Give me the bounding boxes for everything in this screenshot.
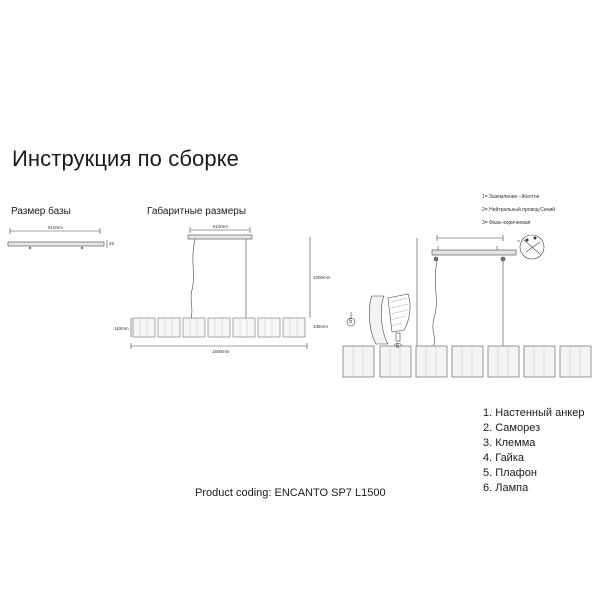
product-coding: Product coding: ENCANTO SP7 L1500 (195, 487, 386, 499)
base-size-label: Размер базы (11, 206, 71, 217)
wire-legend-neutral: 2= Нейтральный провод-Синий (482, 207, 556, 213)
part-4: 4. Гайка (483, 452, 525, 464)
wire-legend-ground: 1= Заземление –Желтое (482, 194, 540, 200)
part-6: 6. Лампа (483, 482, 529, 494)
part-3: 3. Клемма (483, 437, 536, 449)
part-2: 2. Саморез (483, 422, 541, 434)
page-title: Инструкция по сборке (12, 146, 240, 171)
suspension-cable-large (432, 260, 438, 347)
canopy-large (431, 249, 517, 256)
parts-list: 1. Настенный анкер 2. Саморез 3. Клемма … (483, 406, 584, 496)
wire-legend: 1= Заземление –Желтое 2= Нейтральный про… (482, 191, 555, 230)
part-5: 5. Плафон (483, 467, 537, 479)
shade-row-large (342, 345, 592, 378)
wire-legend-phase: 3= Фаза–коричневая (482, 220, 531, 226)
part-1: 1. Настенный анкер (483, 407, 585, 419)
base-plate (7, 241, 105, 247)
total-length-label: 1500mm (212, 349, 230, 354)
shade-height-right-label: 135mm (313, 324, 329, 329)
canopy (187, 234, 253, 240)
shade-height-left-label: 110mm (114, 326, 129, 331)
canopy-width-label: 610mm (213, 224, 229, 229)
overall-dimensions-label: Габаритные размеры (147, 206, 247, 217)
suspension-cable-left (190, 238, 196, 319)
shade-row-small (132, 317, 306, 338)
callout-6: 6 (396, 344, 400, 350)
callout-5: 5 (349, 319, 353, 325)
suspension-height-label: 1000mm (313, 275, 331, 280)
base-width-label: 610mm (48, 225, 64, 230)
base-height-label: 25 (109, 241, 115, 246)
